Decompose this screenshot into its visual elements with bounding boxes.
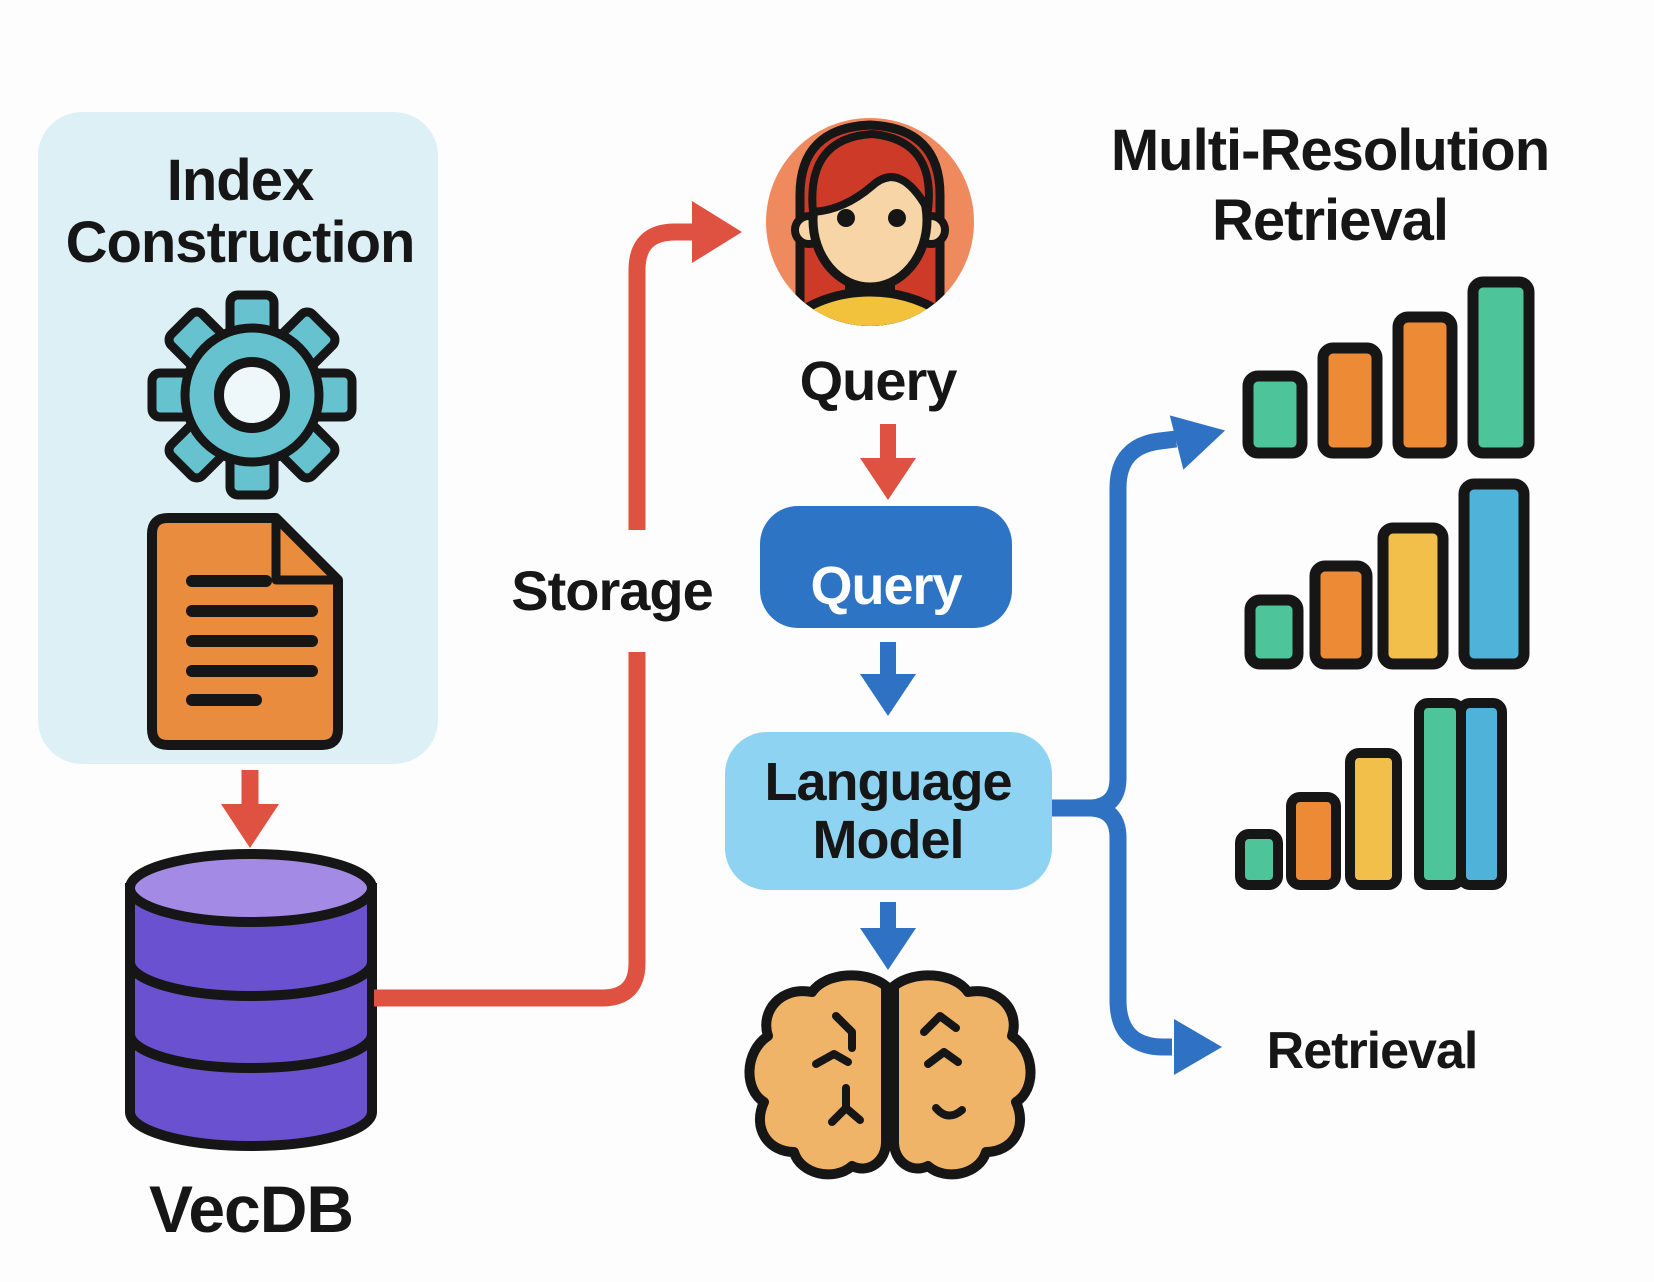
arrowhead-down xyxy=(860,458,916,500)
panel-title-line1: Index xyxy=(167,148,314,213)
gear-hole xyxy=(214,357,290,433)
bar-chart-icon-1 xyxy=(1242,276,1535,459)
arrowhead-right xyxy=(1174,1019,1222,1075)
storage-path-upper xyxy=(628,223,694,530)
arrowhead-down xyxy=(221,804,279,848)
avatar-eye xyxy=(837,209,855,227)
query-box-background xyxy=(760,506,1012,628)
document-text-lines xyxy=(186,575,318,706)
gear-icon xyxy=(147,290,357,500)
fork-lower-path xyxy=(1090,799,1172,1056)
bar xyxy=(1458,478,1530,670)
bar-chart-icon-3 xyxy=(1235,698,1507,890)
bar xyxy=(1456,698,1507,890)
database-label: VecDB xyxy=(149,1172,353,1246)
db-band xyxy=(125,961,377,1001)
lm-output-fork xyxy=(1052,415,1226,1075)
index-construction-panel: Index Construction xyxy=(38,112,438,764)
brain-right-hemisphere xyxy=(894,975,1031,1174)
diagram-title-line2: Retrieval xyxy=(1212,188,1448,253)
arrowhead-down xyxy=(860,928,916,970)
document-icon xyxy=(147,513,343,750)
bar xyxy=(1467,276,1535,459)
db-top xyxy=(125,849,377,927)
bar xyxy=(1235,829,1283,890)
bar xyxy=(1242,370,1308,459)
bar xyxy=(1286,792,1341,890)
avatar-eye xyxy=(888,209,906,227)
database-icon xyxy=(125,849,377,1151)
lm-to-brain-arrow xyxy=(860,902,916,970)
bar xyxy=(1244,594,1304,670)
user-to-querybox-arrow xyxy=(860,424,916,500)
diagram-title-line1: Multi-Resolution xyxy=(1111,118,1549,183)
user-query-label: Query xyxy=(800,349,958,412)
document-fold xyxy=(271,513,343,585)
language-model-background xyxy=(725,732,1052,890)
panel-title-line2: Construction xyxy=(66,210,415,275)
bar xyxy=(1309,560,1373,670)
retrieval-label: Retrieval xyxy=(1267,1022,1478,1080)
storage-label: Storage xyxy=(511,559,713,622)
query-box-label: Query xyxy=(810,556,962,616)
query-box: Query xyxy=(760,506,1012,628)
bar xyxy=(1414,698,1466,890)
storage-path-lower xyxy=(374,652,646,1007)
arrowhead-down xyxy=(860,674,916,716)
bar-chart-icon-2 xyxy=(1244,478,1530,670)
bar xyxy=(1377,522,1449,670)
storage-arrow xyxy=(374,201,742,1007)
language-model-box: Language Model xyxy=(725,732,1052,890)
bar xyxy=(1392,311,1458,459)
bar xyxy=(1317,342,1383,459)
avatar-bangs xyxy=(808,130,933,216)
brain-left-hemisphere xyxy=(744,970,891,1180)
language-model-line1: Language xyxy=(764,752,1011,812)
language-model-line2: Model xyxy=(813,810,964,870)
arrowhead-right xyxy=(1169,415,1226,470)
user-avatar-icon xyxy=(766,118,974,326)
brain-icon xyxy=(744,970,1031,1180)
db-band xyxy=(125,1033,377,1073)
db-body xyxy=(125,883,377,1151)
panel-to-db-arrow xyxy=(221,770,279,848)
brain-folds xyxy=(812,1012,966,1126)
querybox-to-lm-arrow xyxy=(860,642,916,716)
bar xyxy=(1345,748,1402,890)
arrowhead-right xyxy=(692,201,742,263)
